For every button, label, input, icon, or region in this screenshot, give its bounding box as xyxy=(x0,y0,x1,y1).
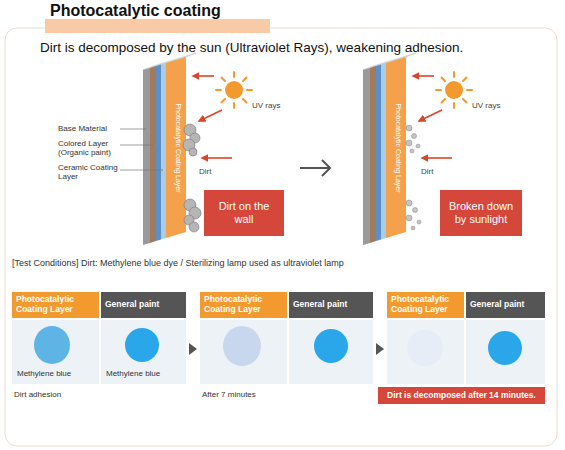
photo-panel xyxy=(466,320,545,384)
dirt-broken xyxy=(417,220,421,224)
dye-spot xyxy=(34,326,70,364)
dirt-broken xyxy=(413,208,418,213)
sample-label: Methylene blue xyxy=(106,369,160,378)
column-header: Photocatalytic Coating Layer xyxy=(387,292,464,318)
dirt-broken xyxy=(406,215,412,221)
layer-name: Photocatalytic Coating Layer xyxy=(170,68,182,228)
part-name: Colored Layer (Organic paint) xyxy=(58,139,120,157)
column-header: Photocatalytic Coating Layer xyxy=(200,292,287,318)
photo-panel xyxy=(12,320,99,384)
box-text: General paint xyxy=(293,300,369,310)
box-text: Dirt on the wall xyxy=(208,200,280,225)
dye-spot xyxy=(125,328,159,362)
box-text: General paint xyxy=(470,300,541,310)
photo-panel xyxy=(387,320,464,384)
dirt-broken xyxy=(406,125,421,230)
dirt-broken xyxy=(410,149,414,153)
dirt-label: Dirt xyxy=(421,167,433,176)
transition-arrow xyxy=(300,160,330,176)
box-text: Photocatalytic Coating Layer xyxy=(391,295,460,315)
callout-box: Dirt on the wall xyxy=(204,190,284,236)
leader-lines xyxy=(120,129,163,170)
test-panels xyxy=(12,320,545,384)
part-name: Ceramic Coating Layer xyxy=(58,163,120,181)
outer-frame xyxy=(5,28,557,446)
column-header: General paint xyxy=(466,292,545,318)
box-text: General paint xyxy=(105,300,182,310)
column-header: General paint xyxy=(289,292,373,318)
column-header: Photocatalytic Coating Layer xyxy=(12,292,99,318)
dye-spot-faded xyxy=(223,326,261,366)
dirt-on-wall xyxy=(183,124,201,232)
title: Photocatalytic coating xyxy=(50,2,221,20)
dirt-broken xyxy=(406,200,412,206)
layer-name: Photocatalytic Coating Layer xyxy=(390,68,402,228)
box-text: Broken down by sunlight xyxy=(444,200,518,225)
test-conditions: [Test Conditions] Dirt: Methylene blue d… xyxy=(12,258,344,268)
dirt-broken xyxy=(416,144,420,148)
dirt-on-wall xyxy=(189,222,199,232)
dirt-broken xyxy=(406,125,412,131)
leader-lines xyxy=(120,145,153,146)
subtitle: Dirt is decomposed by the sun (Ultraviol… xyxy=(40,40,463,56)
sample-label: Methylene blue xyxy=(17,369,71,378)
callout-box: Broken down by sunlight xyxy=(440,190,522,236)
step-triangle xyxy=(376,343,384,355)
box-text: Photocatalytic Coating Layer xyxy=(16,295,95,315)
dirt-broken xyxy=(412,134,417,139)
leader-lines xyxy=(120,170,163,171)
dirt-broken xyxy=(406,140,412,146)
dye-spot-gone xyxy=(407,330,443,366)
photo-panel xyxy=(200,320,287,384)
leader-lines xyxy=(120,129,146,130)
step-caption: Dirt adhesion xyxy=(14,390,61,399)
photo-panel xyxy=(289,320,373,384)
dye-spot xyxy=(488,331,522,365)
photo-panel xyxy=(101,320,186,384)
box-text: Photocatalytic Coating Layer xyxy=(204,295,283,315)
uv-label: UV rays xyxy=(472,101,500,110)
dye-spot xyxy=(314,329,348,363)
dirt-on-wall xyxy=(189,148,197,156)
part-name: Base Material xyxy=(58,124,120,133)
box-text: Dirt is decomposed after 14 minutes. xyxy=(382,391,541,401)
title-bar xyxy=(45,19,270,33)
dirt-broken xyxy=(411,226,415,230)
step-triangle xyxy=(189,343,197,355)
result-box: Dirt is decomposed after 14 minutes. xyxy=(378,387,545,404)
dirt-label: Dirt xyxy=(199,167,211,176)
step-caption: After 7 minutes xyxy=(202,390,256,399)
uv-label: UV rays xyxy=(252,101,280,110)
column-header: General paint xyxy=(101,292,186,318)
